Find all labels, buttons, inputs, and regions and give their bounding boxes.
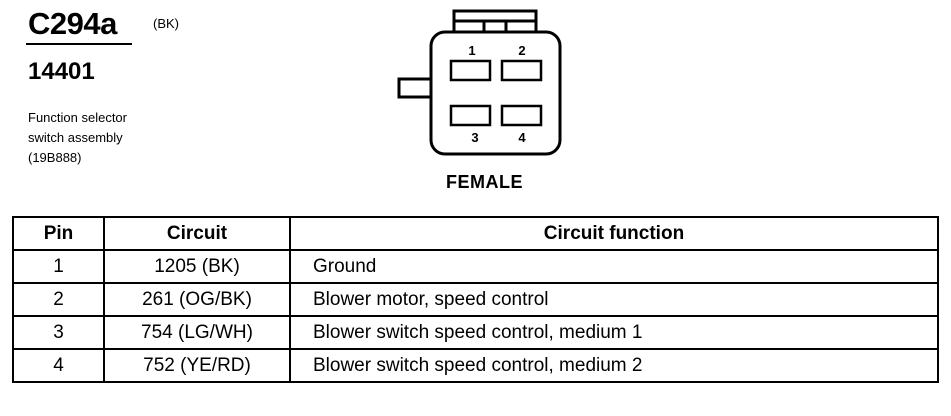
table-row: 3 754 (LG/WH) Blower switch speed contro… — [12, 315, 939, 350]
circuit-function-cell: Blower switch speed control, medium 2 — [289, 348, 939, 383]
connector-color-code: (BK) — [153, 16, 179, 31]
pin-label-2: 2 — [518, 43, 525, 58]
column-header-pin: Pin — [12, 216, 105, 251]
pin-label-1: 1 — [468, 43, 475, 58]
component-description: Function selector switch assembly (19B88… — [28, 108, 127, 168]
column-header-circuit: Circuit — [103, 216, 291, 251]
circuit-function-cell: Ground — [289, 249, 939, 284]
connector-side-key — [397, 77, 433, 99]
description-line: switch assembly — [28, 130, 123, 145]
pin-cavity-2 — [500, 59, 543, 82]
description-line: (19B888) — [28, 150, 82, 165]
pinout-table: Pin Circuit Circuit function 1 1205 (BK)… — [12, 216, 939, 383]
table-row: 2 261 (OG/BK) Blower motor, speed contro… — [12, 282, 939, 317]
part-number: 14401 — [28, 58, 95, 85]
connector-body — [429, 30, 562, 156]
table-row: 4 752 (YE/RD) Blower switch speed contro… — [12, 348, 939, 383]
description-line: Function selector — [28, 110, 127, 125]
table-header-row: Pin Circuit Circuit function — [12, 216, 939, 251]
circuit-cell: 261 (OG/BK) — [103, 282, 291, 317]
pin-cavity-4 — [500, 104, 543, 127]
pin-cavity-1 — [449, 59, 492, 82]
pin-number-cell: 4 — [12, 348, 105, 383]
connector-id: C294a — [28, 6, 117, 41]
table-row: 1 1205 (BK) Ground — [12, 249, 939, 284]
column-header-circuit-function: Circuit function — [289, 216, 939, 251]
pin-label-4: 4 — [518, 130, 526, 145]
title-underline — [26, 43, 132, 45]
pin-cavity-3 — [449, 104, 492, 127]
circuit-function-cell: Blower motor, speed control — [289, 282, 939, 317]
pin-number-cell: 3 — [12, 315, 105, 350]
circuit-function-cell: Blower switch speed control, medium 1 — [289, 315, 939, 350]
pin-number-cell: 1 — [12, 249, 105, 284]
circuit-cell: 752 (YE/RD) — [103, 348, 291, 383]
connector-gender-label: FEMALE — [446, 172, 523, 192]
pin-label-3: 3 — [471, 130, 478, 145]
connector-face-diagram: 1 2 3 4 — [397, 9, 562, 156]
pin-number-cell: 2 — [12, 282, 105, 317]
circuit-cell: 754 (LG/WH) — [103, 315, 291, 350]
circuit-cell: 1205 (BK) — [103, 249, 291, 284]
